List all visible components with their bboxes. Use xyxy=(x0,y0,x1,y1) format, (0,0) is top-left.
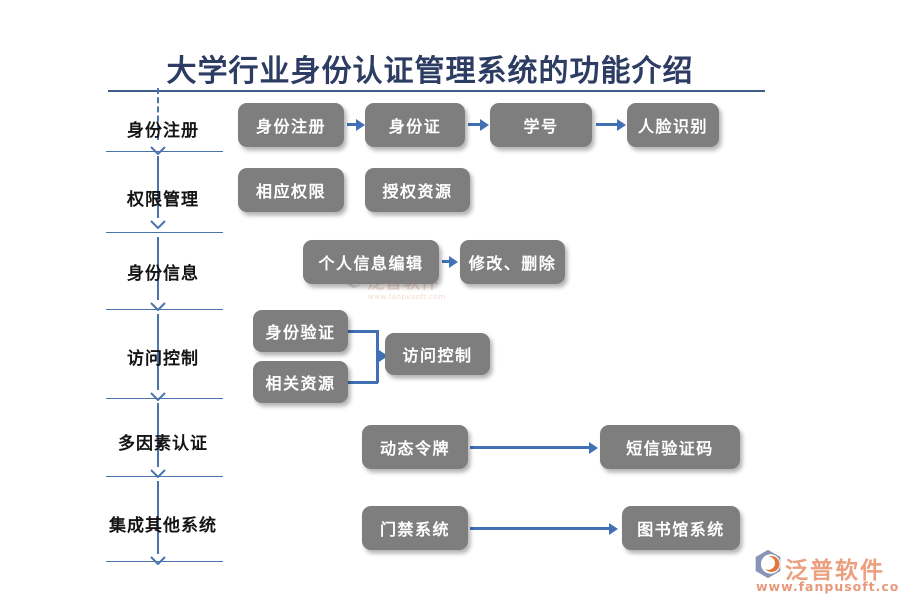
brand-name: 泛普软件 xyxy=(785,558,885,584)
category-integrate-systems: 集成其他系统 xyxy=(109,516,217,536)
arrow-right-icon xyxy=(596,118,626,131)
arrow-right-icon xyxy=(347,118,365,131)
flow-box-modify-delete: 修改、删除 xyxy=(460,240,565,284)
arrow-right-icon xyxy=(470,522,618,535)
flow-box-authorized-resources: 授权资源 xyxy=(365,168,470,212)
flow-box-id-card: 身份证 xyxy=(365,103,465,147)
category-identity-info: 身份信息 xyxy=(127,264,199,284)
rail-separator xyxy=(106,476,223,477)
merge-bracket-top xyxy=(348,330,378,333)
flow-box-dynamic-token: 动态令牌 xyxy=(362,425,468,469)
brand-logo-icon xyxy=(753,549,783,583)
category-identity-register: 身份注册 xyxy=(127,121,199,141)
watermark-url-text: www.fanpusoft.com xyxy=(368,293,446,301)
arrow-down-icon xyxy=(150,214,166,230)
arrow-down-icon xyxy=(150,296,166,312)
arrow-down-icon xyxy=(150,463,166,479)
flow-box-personal-info-edit: 个人信息编辑 xyxy=(303,240,439,284)
arrow-down-icon xyxy=(150,386,166,402)
rail-separator xyxy=(106,398,223,399)
rail-connector-dashed xyxy=(157,88,159,140)
flow-box-door-access-system: 门禁系统 xyxy=(362,506,468,550)
rail-connector xyxy=(157,156,159,218)
page-title: 大学行业身份认证管理系统的功能介绍 xyxy=(166,54,694,89)
flow-box-student-id: 学号 xyxy=(490,103,592,147)
arrow-down-icon xyxy=(150,550,166,566)
flow-box-sms-code: 短信验证码 xyxy=(600,425,740,469)
category-permission-management: 权限管理 xyxy=(127,190,199,210)
flow-box-access-control: 访问控制 xyxy=(385,333,490,375)
flow-box-library-system: 图书馆系统 xyxy=(622,506,740,550)
rail-separator xyxy=(106,309,223,310)
rail-connector xyxy=(157,237,159,300)
rail-connector xyxy=(157,403,159,467)
arrow-right-icon xyxy=(470,441,598,454)
brand-url: www.fanpusoft.com xyxy=(756,579,900,594)
rail-connector xyxy=(157,481,159,554)
merge-bracket-bottom xyxy=(348,381,378,384)
flow-box-related-resources: 相关资源 xyxy=(253,361,348,403)
rail-separator xyxy=(106,232,223,233)
arrow-right-icon xyxy=(442,255,458,268)
category-mfa: 多因素认证 xyxy=(118,434,208,454)
flow-box-identity-register: 身份注册 xyxy=(238,103,344,147)
category-access-control: 访问控制 xyxy=(127,349,199,369)
arrow-right-icon xyxy=(376,349,388,362)
flow-box-identity-verification: 身份验证 xyxy=(253,310,348,352)
rail-separator xyxy=(106,151,223,152)
rail-connector xyxy=(157,314,159,390)
rail-separator xyxy=(106,561,223,562)
flow-box-corresponding-permissions: 相应权限 xyxy=(238,168,344,212)
arrow-right-icon xyxy=(468,118,489,131)
title-underline xyxy=(108,90,765,92)
arrow-down-icon xyxy=(150,140,166,156)
flow-box-face-recognition: 人脸识别 xyxy=(627,103,719,147)
